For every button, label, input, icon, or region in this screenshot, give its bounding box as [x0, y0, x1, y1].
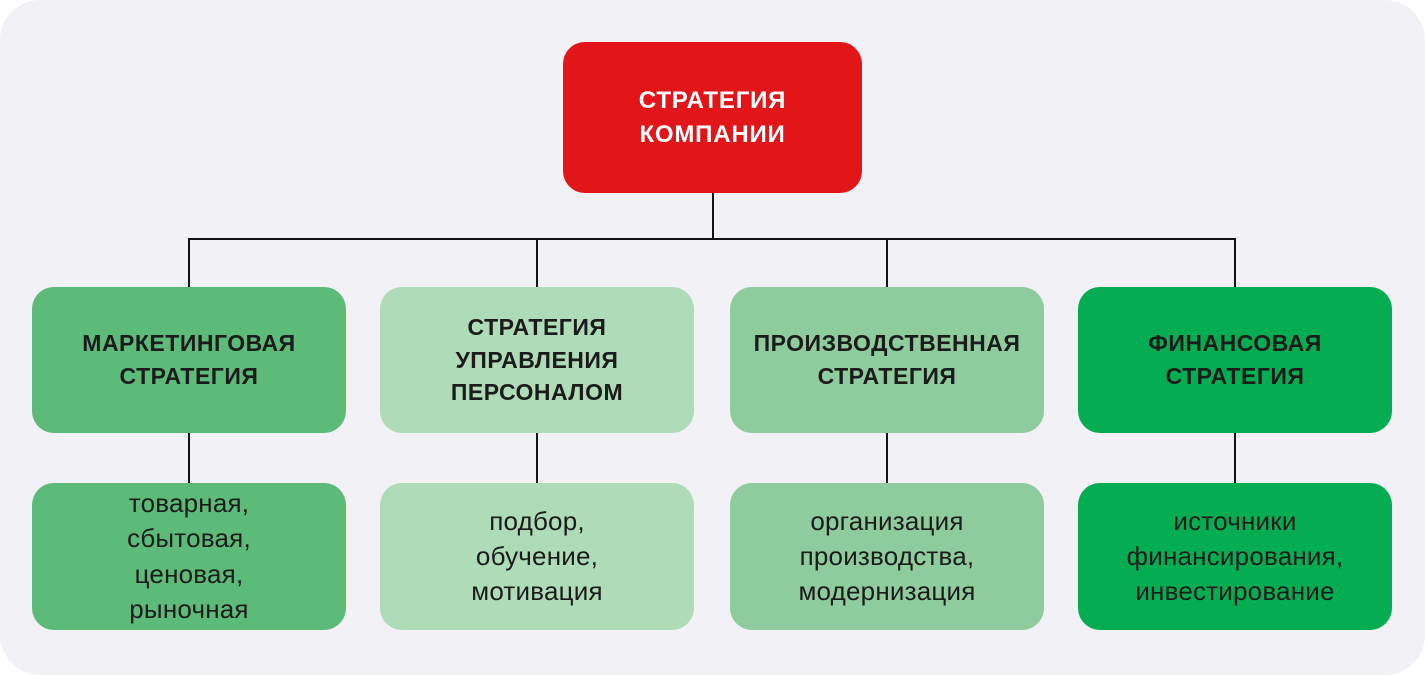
detail-node-production: организация производства, модернизация [730, 483, 1044, 630]
detail-node-label: товарная, сбытовая, ценовая, рыночная [127, 488, 251, 624]
detail-node-hr: подбор, обучение, мотивация [380, 483, 694, 630]
connector-root-stem [712, 192, 714, 240]
detail-node-finance: источники финансирования, инвестирование [1078, 483, 1392, 630]
branch-node-hr: СТРАТЕГИЯ УПРАВЛЕНИЯ ПЕРСОНАЛОМ [380, 287, 694, 433]
connector-drop-marketing [188, 238, 190, 288]
connector-detail-production [886, 433, 888, 483]
detail-node-label: подбор, обучение, мотивация [471, 505, 603, 607]
connector-detail-hr [536, 433, 538, 483]
connector-drop-production [886, 238, 888, 288]
detail-node-label: источники финансирования, инвестирование [1126, 505, 1344, 607]
branch-node-label: ФИНАНСОВАЯ СТРАТЕГИЯ [1148, 330, 1322, 389]
branch-node-label: МАРКЕТИНГОВАЯ СТРАТЕГИЯ [82, 330, 296, 389]
detail-node-label: организация производства, модернизация [798, 505, 976, 607]
branch-node-production: ПРОИЗВОДСТВЕННАЯ СТРАТЕГИЯ [730, 287, 1044, 433]
connector-drop-finance [1234, 238, 1236, 288]
root-node-company-strategy: СТРАТЕГИЯ КОМПАНИИ [563, 42, 862, 193]
root-node-label: СТРАТЕГИЯ КОМПАНИИ [638, 86, 787, 148]
connector-drop-hr [536, 238, 538, 288]
branch-node-finance: ФИНАНСОВАЯ СТРАТЕГИЯ [1078, 287, 1392, 433]
connector-horizontal-bar [188, 238, 1236, 240]
connector-detail-finance [1234, 433, 1236, 483]
detail-node-marketing: товарная, сбытовая, ценовая, рыночная [32, 483, 346, 630]
branch-node-label: СТРАТЕГИЯ УПРАВЛЕНИЯ ПЕРСОНАЛОМ [450, 314, 624, 406]
branch-node-label: ПРОИЗВОДСТВЕННАЯ СТРАТЕГИЯ [753, 330, 1021, 389]
connector-detail-marketing [188, 433, 190, 483]
branch-node-marketing: МАРКЕТИНГОВАЯ СТРАТЕГИЯ [32, 287, 346, 433]
